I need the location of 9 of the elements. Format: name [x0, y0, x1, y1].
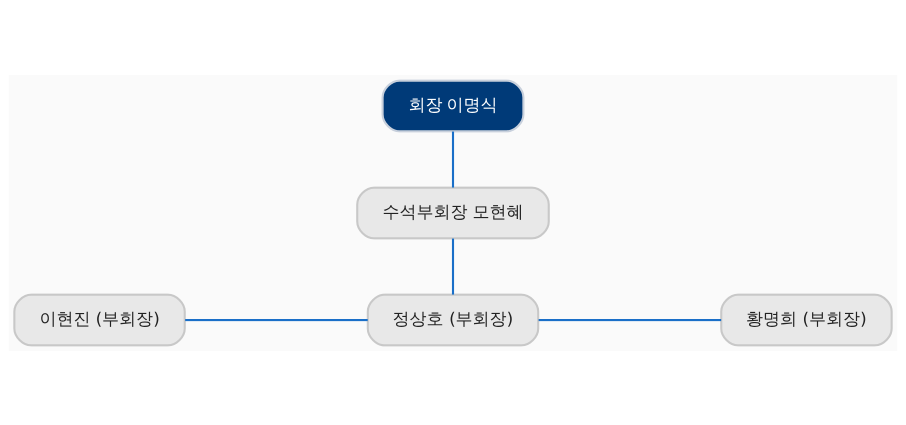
connector: [538, 318, 722, 321]
node-box: 회장 이명식: [382, 79, 524, 132]
connector: [452, 238, 454, 294]
node-box: 수석부회장 모현혜: [356, 186, 550, 239]
connector: [452, 131, 454, 188]
node-box: 황명희 (부회장): [720, 293, 893, 346]
connector: [185, 318, 368, 321]
node-box: 정상호 (부회장): [366, 293, 540, 346]
node-box: 이현진 (부회장): [13, 293, 186, 346]
